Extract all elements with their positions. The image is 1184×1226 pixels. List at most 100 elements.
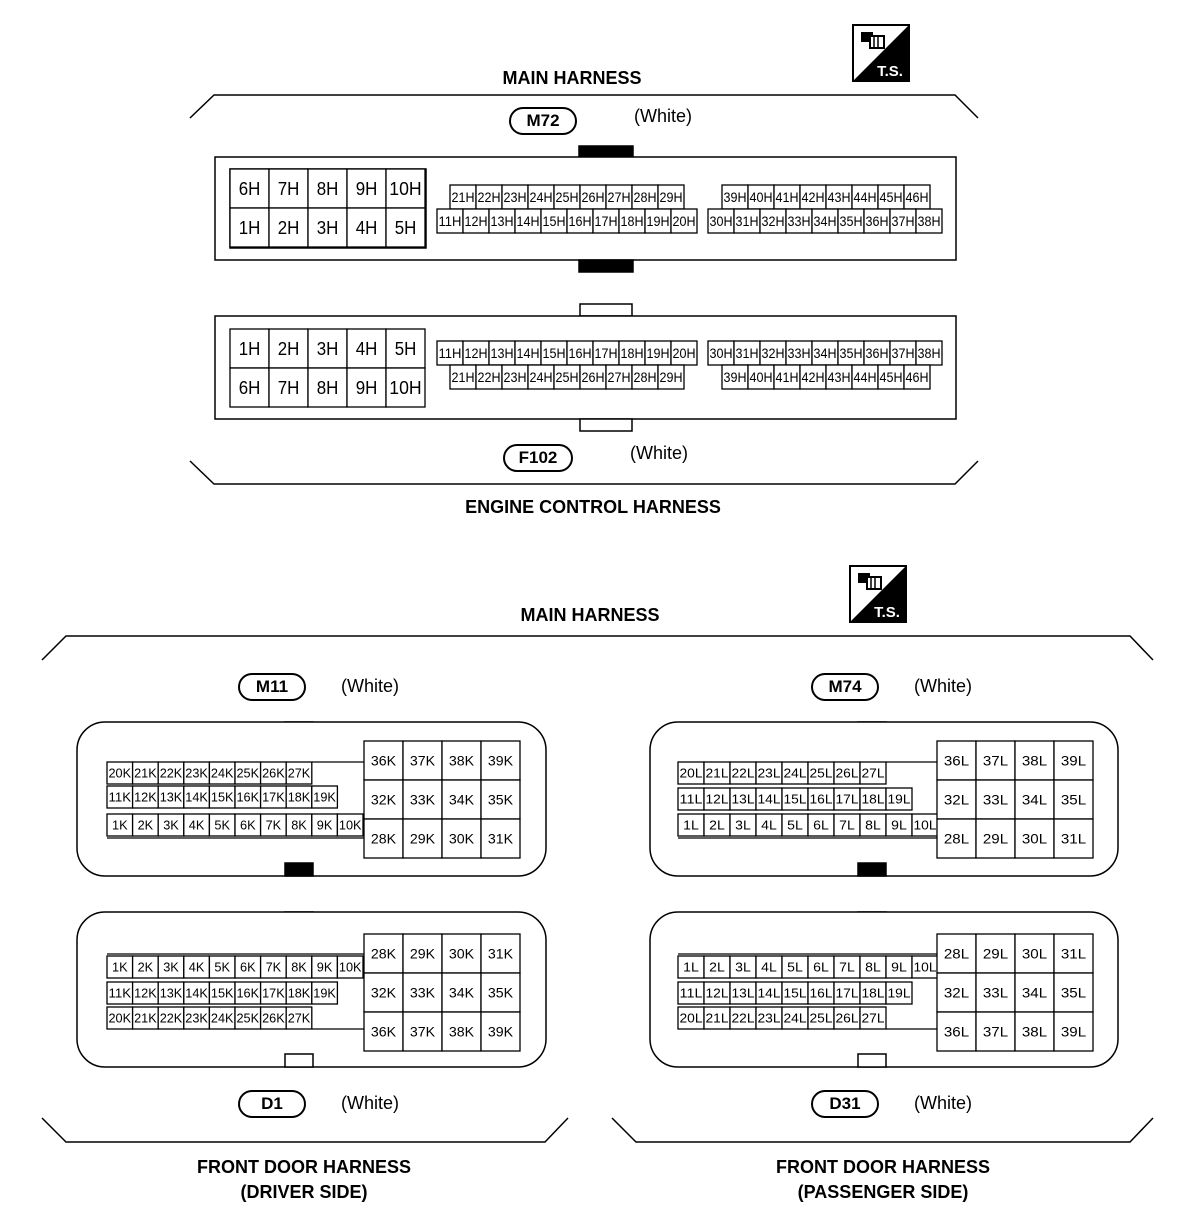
terminal-cell: [877, 364, 905, 390]
test-symbol-icon: T.S.: [849, 565, 907, 623]
terminal-label: 18K: [288, 790, 311, 805]
terminal-label: 30K: [449, 831, 475, 847]
terminal-cell: [385, 367, 426, 408]
terminal-label: 16K: [237, 790, 260, 805]
terminal-cell: [480, 818, 521, 859]
terminal-label: 19H: [647, 213, 670, 229]
terminal-label: 19L: [888, 986, 911, 1001]
terminal-label: 27H: [608, 369, 631, 385]
terminal-cell: [346, 207, 387, 248]
terminal-label: 1H: [239, 218, 261, 238]
terminal-cell: [346, 168, 387, 209]
terminal-cell: [885, 981, 913, 1005]
terminal-label: 17L: [836, 986, 859, 1001]
terminal-label: 9K: [317, 818, 333, 833]
terminal-label: 8L: [865, 960, 881, 975]
terminal-label: 31H: [736, 345, 759, 361]
terminal-label: 5H: [395, 218, 417, 238]
terminal-label: 37H: [892, 213, 915, 229]
terminal-cell: [514, 208, 542, 234]
terminal-label: 34K: [449, 792, 475, 808]
terminal-label: 24H: [530, 189, 553, 205]
terminal-cell: [785, 208, 813, 234]
terminal-label: 19H: [647, 345, 670, 361]
terminal-label: 6K: [240, 960, 256, 975]
terminal-cell: [307, 328, 348, 369]
terminal-cell: [975, 740, 1016, 781]
terminal-label: 9L: [891, 818, 907, 833]
terminal-label: 5K: [214, 960, 230, 975]
terminal-label: 33H: [788, 213, 811, 229]
terminal-label: 25L: [810, 1011, 833, 1026]
terminal-label: 32K: [371, 792, 397, 808]
terminal-label: 26H: [582, 189, 605, 205]
terminal-label: 35L: [1061, 985, 1086, 1001]
terminal-label: 13K: [160, 986, 183, 1001]
terminal-label: 22K: [160, 766, 183, 781]
terminal-cell: [311, 981, 339, 1005]
terminal-label: 30H: [710, 345, 733, 361]
terminal-cell: [311, 785, 339, 809]
terminal-cell: [268, 328, 309, 369]
terminal-cell: [670, 208, 698, 234]
terminal-cell: [268, 168, 309, 209]
terminal-label: 23H: [504, 189, 527, 205]
terminal-cell: [385, 207, 426, 248]
terminal-label: 29L: [983, 831, 1008, 847]
terminal-label: 19L: [888, 792, 911, 807]
terminal-label: 21L: [706, 1011, 729, 1026]
terminal-label: 19K: [313, 986, 336, 1001]
terminal-label: 39H: [724, 189, 747, 205]
terminal-label: 42H: [802, 369, 825, 385]
terminal-cell: [859, 1006, 887, 1030]
terminal-cell: [449, 364, 477, 390]
terminal-cell: [402, 740, 443, 781]
terminal-label: 34L: [1022, 792, 1047, 808]
terminal-label: 6H: [239, 179, 261, 199]
terminal-label: 4H: [356, 218, 378, 238]
terminal-label: 2H: [278, 218, 300, 238]
terminal-label: 20L: [680, 1011, 703, 1026]
terminal-label: 5H: [395, 339, 417, 359]
terminal-label: 25K: [237, 766, 260, 781]
terminal-label: 36H: [866, 345, 889, 361]
terminal-label: 14L: [758, 986, 781, 1001]
terminal-label: 17H: [595, 345, 618, 361]
connector-id-f102: F102: [503, 444, 573, 472]
terminal-label: 38H: [918, 345, 941, 361]
terminal-cell: [229, 207, 270, 248]
passenger-side-subtitle: (PASSENGER SIDE): [797, 1182, 969, 1202]
terminal-label: 24L: [784, 1011, 807, 1026]
terminal-cell: [475, 184, 503, 210]
terminal-label: 3H: [317, 339, 339, 359]
terminal-label: 12H: [465, 345, 488, 361]
engine-control-harness-bracket: [189, 460, 979, 485]
terminal-label: 5L: [787, 960, 803, 975]
connector-id-d1: D1: [238, 1090, 306, 1118]
terminal-label: 33L: [983, 792, 1008, 808]
terminal-label: 38K: [449, 753, 475, 769]
terminal-label: 4L: [761, 818, 777, 833]
terminal-label: 1L: [683, 818, 699, 833]
terminal-label: 25L: [810, 766, 833, 781]
terminal-label: 32L: [944, 985, 969, 1001]
terminal-label: 41H: [776, 189, 799, 205]
terminal-label: 6H: [239, 378, 261, 398]
terminal-cell: [462, 340, 490, 366]
terminal-label: 22H: [478, 189, 501, 205]
terminal-label: 37K: [410, 1024, 436, 1040]
terminal-label: 22L: [732, 1011, 755, 1026]
terminal-label: 38K: [449, 1024, 475, 1040]
connector-color-m72: (White): [634, 106, 692, 126]
terminal-label: 20L: [680, 766, 703, 781]
terminal-label: 23L: [758, 1011, 781, 1026]
terminal-label: 15K: [211, 986, 234, 1001]
terminal-label: 26H: [582, 369, 605, 385]
terminal-cell: [501, 184, 529, 210]
terminal-cell: [825, 364, 853, 390]
terminal-label: 10K: [339, 818, 362, 833]
terminal-label: 35H: [840, 345, 863, 361]
terminal-label: 24H: [530, 369, 553, 385]
terminal-label: 26L: [836, 766, 859, 781]
